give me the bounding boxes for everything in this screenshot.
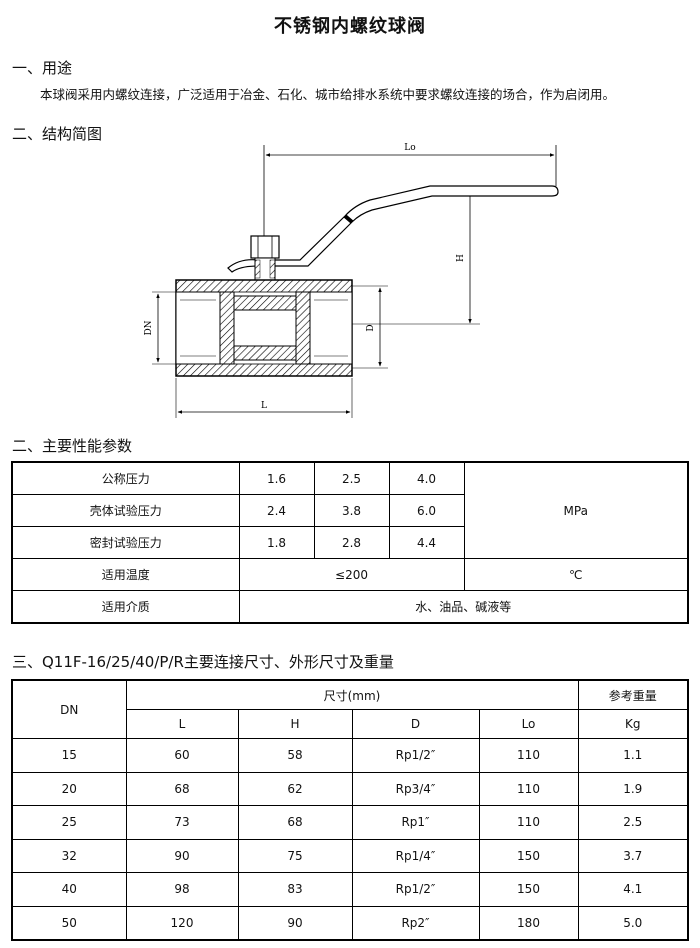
page-title: 不锈钢内螺纹球阀 (274, 16, 426, 37)
table-cell: 73 (125, 805, 239, 840)
table-cell: 90 (125, 838, 239, 873)
table-cell: 1.9 (577, 771, 689, 806)
table-cell: 4.4 (388, 526, 465, 559)
col-header-d: D (351, 709, 480, 739)
table-cell: 1.6 (238, 461, 315, 495)
table-cell: 90 (237, 905, 353, 941)
table-cell: 50 (11, 905, 127, 941)
col-header-h: H (237, 709, 353, 739)
performance-table: 公称压力 1.6 2.5 4.0 MPa 壳体试验压力 2.4 3.8 6.0 … (11, 461, 689, 624)
medium-label: 适用介质 (11, 590, 240, 624)
temp-value: ≤200 (238, 558, 465, 591)
h-label: H (456, 254, 466, 262)
table-cell: 2.5 (577, 805, 689, 840)
table-cell: Rp1/2″ (351, 738, 480, 773)
table-cell: 15 (11, 738, 127, 773)
section-usage-heading: 一、用途 (12, 59, 73, 77)
size-header: 尺寸(mm) (125, 679, 579, 710)
table-cell: 6.0 (388, 494, 465, 527)
table-cell: 2.4 (238, 494, 315, 527)
table-cell: 1.1 (577, 738, 689, 773)
table-cell: 150 (478, 838, 579, 873)
table-row: 适用温度 ≤200 ℃ (11, 558, 689, 591)
table-cell: 110 (478, 771, 579, 806)
temp-label: 适用温度 (11, 558, 240, 591)
temp-unit: ℃ (463, 558, 689, 591)
section-structure-heading: 二、结构简图 (12, 125, 103, 143)
table-cell: 1.8 (238, 526, 315, 559)
table-cell: 150 (478, 872, 579, 907)
table-cell: 32 (11, 838, 127, 873)
pressure-unit: MPa (463, 461, 689, 559)
table-cell: Rp2″ (351, 905, 480, 941)
d-label: D (366, 324, 376, 331)
d-dimension: D (352, 285, 388, 369)
weight-unit: Kg (577, 709, 689, 739)
table-cell: 40 (11, 872, 127, 907)
table-cell: 180 (478, 905, 579, 941)
table-cell: 60 (125, 738, 239, 773)
table-cell: 68 (237, 805, 353, 840)
section-performance-heading: 二、主要性能参数 (12, 437, 133, 455)
table-cell: 25 (11, 805, 127, 840)
table-row: 密封试验压力 1.8 2.8 4.4 (11, 526, 688, 559)
medium-value: 水、油品、碱液等 (238, 590, 689, 624)
table-cell: 2.8 (313, 526, 390, 559)
dn-dimension: DN (144, 291, 176, 365)
table-cell: 3.8 (313, 494, 390, 527)
table-header-row: L H D Lo Kg (12, 709, 689, 739)
valve-handle (227, 185, 559, 273)
table-cell: 58 (237, 738, 353, 773)
usage-text: 本球阀采用内螺纹连接，广泛适用于冶金、石化、城市给排水系统中要求螺纹连接的场合，… (40, 87, 616, 102)
valve-body (175, 279, 353, 377)
table-row: 公称压力 1.6 2.5 4.0 MPa (11, 461, 689, 559)
table-cell: 110 (478, 805, 579, 840)
table-cell: 62 (237, 771, 353, 806)
col-header-l: L (125, 709, 239, 739)
table-cell: 110 (478, 738, 579, 773)
table-cell: 4.0 (388, 461, 465, 495)
table-cell: 3.7 (577, 838, 689, 873)
valve-structure-diagram: Lo H (144, 143, 559, 418)
table-header-row: DN 尺寸(mm) 参考重量 (11, 679, 689, 739)
nominal-pressure-label: 公称压力 (11, 461, 240, 495)
table-cell: Rp1/4″ (351, 838, 480, 873)
table-cell: 4.1 (577, 872, 689, 907)
lo-dimension: Lo (263, 143, 557, 292)
table-cell: 20 (11, 771, 127, 806)
l-dimension: L (175, 378, 353, 418)
table-cell: 75 (237, 838, 353, 873)
table-cell: 83 (237, 872, 353, 907)
dn-header: DN (11, 679, 127, 739)
shell-test-pressure-label: 壳体试验压力 (11, 494, 240, 527)
table-cell: 5.0 (577, 905, 689, 941)
table-cell: Rp3/4″ (351, 771, 480, 806)
weight-header: 参考重量 (577, 679, 689, 710)
table-row: 适用介质 水、油品、碱液等 (11, 590, 689, 624)
table-cell: 68 (125, 771, 239, 806)
seal-test-pressure-label: 密封试验压力 (11, 526, 240, 559)
lo-label: Lo (404, 143, 415, 153)
table-cell: 98 (125, 872, 239, 907)
dn-label: DN (144, 320, 154, 335)
section-dimensions-heading: 三、Q11F-16/25/40/P/R主要连接尺寸、外形尺寸及重量 (12, 653, 394, 671)
stem-nut (250, 235, 280, 281)
table-cell: Rp1/2″ (351, 872, 480, 907)
l-label: L (261, 401, 267, 411)
table-cell: Rp1″ (351, 805, 480, 840)
table-cell: 2.5 (313, 461, 390, 495)
col-header-lo: Lo (478, 709, 579, 739)
table-row: 壳体试验压力 2.4 3.8 6.0 (11, 494, 688, 527)
table-cell: 120 (125, 905, 239, 941)
